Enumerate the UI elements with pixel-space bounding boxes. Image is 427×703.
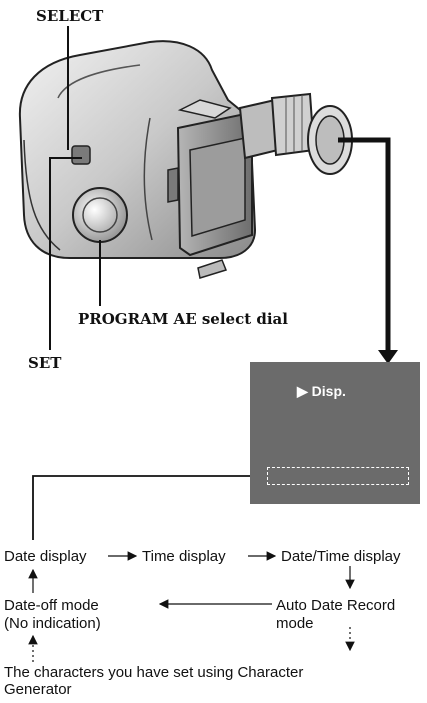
- program-ae-dial[interactable]: [72, 187, 128, 243]
- set-label: SET: [28, 354, 62, 372]
- screen-display-label: ▶ Disp.: [297, 383, 346, 399]
- flow-time-display: Time display: [142, 548, 226, 565]
- screen-connector-line: [32, 475, 267, 540]
- date-indicator-slot: [267, 467, 409, 485]
- flow-auto-date-record-mode: mode: [276, 615, 314, 632]
- select-label: SELECT: [36, 7, 104, 25]
- flow-characters-generator: Generator: [4, 681, 72, 698]
- lcd-screen-panel: [250, 362, 420, 504]
- leader-lines: [49, 26, 101, 350]
- flow-date-time-display: Date/Time display: [281, 548, 401, 565]
- flow-characters: The characters you have set using Charac…: [4, 664, 304, 681]
- flow-arrows: [28, 551, 355, 662]
- program-ae-label: PROGRAM AE select dial: [78, 310, 288, 328]
- flow-auto-date-record: Auto Date Record: [276, 597, 396, 614]
- flow-date-off-mode: Date-off mode: [4, 597, 99, 614]
- viewfinder-icon: [238, 92, 353, 175]
- select-button[interactable]: [71, 145, 91, 165]
- flow-date-display: Date display: [4, 548, 87, 565]
- flow-no-indication: (No indication): [4, 615, 101, 632]
- camcorder-body: [18, 40, 257, 279]
- viewfinder-connector-arrow: [338, 137, 398, 364]
